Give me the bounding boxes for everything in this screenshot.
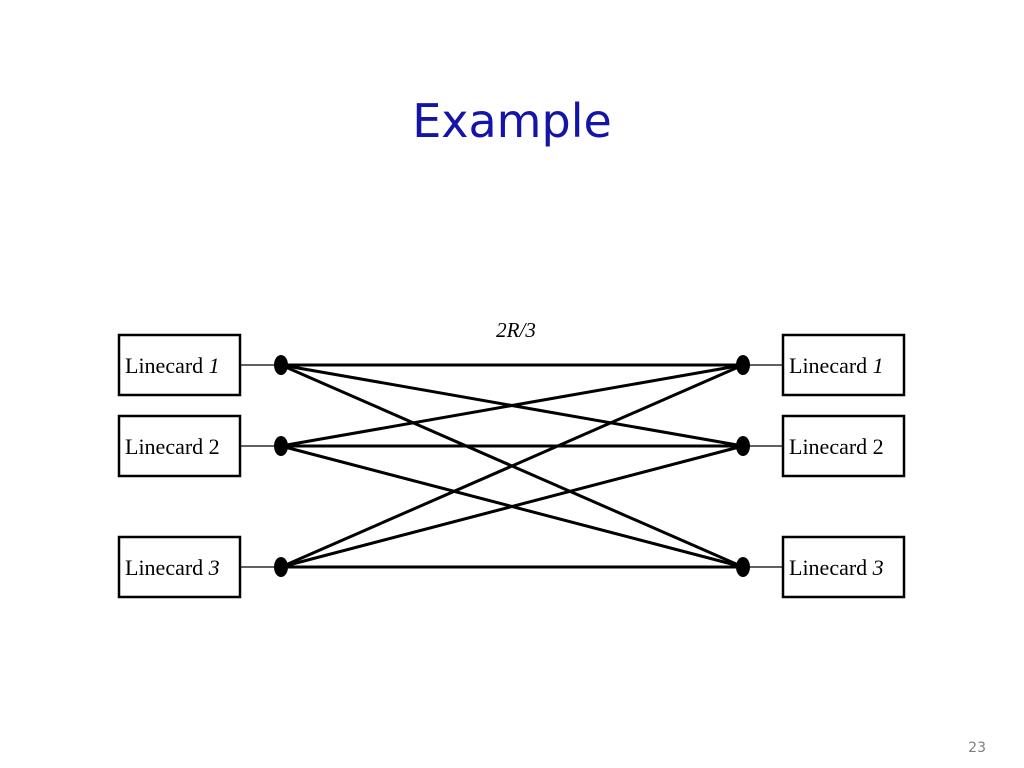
linecard-prefix: Linecard	[125, 434, 209, 459]
mesh-links	[280, 363, 744, 569]
left-linecard-2: Linecard 2	[117, 414, 281, 478]
linecard-label: Linecard 1	[789, 353, 884, 378]
linecard-number: 2	[873, 434, 884, 459]
linecard-label: Linecard 1	[125, 353, 220, 378]
right-linecard-3: Linecard 3	[743, 535, 906, 599]
linecard-prefix: Linecard	[125, 555, 209, 580]
right-linecard-2: Linecard 2	[743, 414, 906, 478]
linecard-box	[117, 414, 242, 478]
linecard-prefix: Linecard	[125, 353, 209, 378]
right-port-3	[736, 557, 750, 577]
port-dots	[274, 355, 750, 577]
link-3-to-1	[280, 363, 744, 569]
linecard-label: Linecard 2	[125, 434, 220, 459]
right-linecard-1: Linecard 1	[743, 333, 906, 397]
linecard-label: Linecard 2	[789, 434, 884, 459]
linecard-prefix: Linecard	[789, 353, 873, 378]
linecard-number: 2	[209, 434, 220, 459]
page-number: 23	[968, 740, 986, 756]
left-port-1	[274, 355, 288, 375]
slide-title: Example	[412, 94, 612, 148]
right-port-1	[736, 355, 750, 375]
linecard-label: Linecard 3	[789, 555, 884, 580]
linecard-box	[781, 535, 906, 599]
linecard-number: 3	[208, 555, 220, 580]
link-2-to-1	[280, 363, 744, 448]
linecard-prefix: Linecard	[789, 434, 873, 459]
left-linecard-3: Linecard 3	[117, 535, 281, 599]
linecard-box	[117, 333, 242, 397]
right-port-2	[736, 436, 750, 456]
linecard-number: 3	[872, 555, 884, 580]
link-rate-label: 2R/3	[496, 318, 536, 342]
left-linecard-1: Linecard 1	[117, 333, 281, 397]
left-port-2	[274, 436, 288, 456]
linecard-box	[781, 333, 906, 397]
linecard-prefix: Linecard	[789, 555, 873, 580]
linecard-label: Linecard 3	[125, 555, 220, 580]
link-3-to-2	[280, 444, 744, 569]
linecard-number: 1	[873, 353, 884, 378]
left-port-3	[274, 557, 288, 577]
linecard-number: 1	[209, 353, 220, 378]
